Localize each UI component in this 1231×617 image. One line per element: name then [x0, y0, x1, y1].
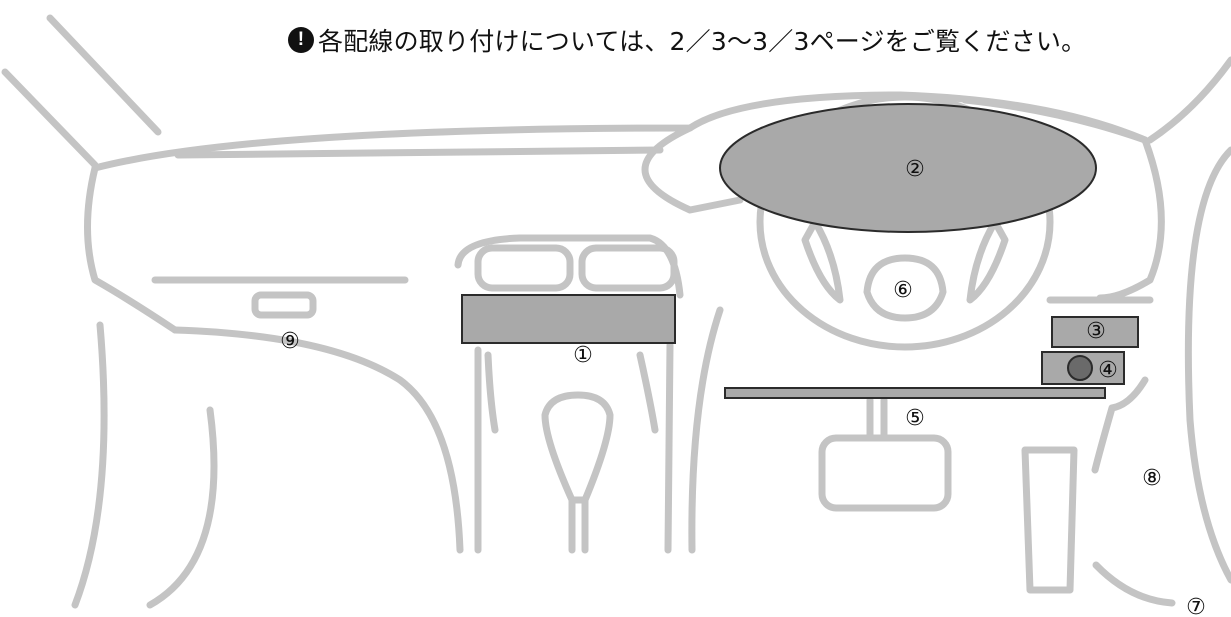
component-5-strip [724, 387, 1106, 399]
label-2: ② [905, 157, 925, 182]
dashboard-outline [1, 14, 1231, 609]
brake-pedal [818, 396, 952, 512]
label-9: ⑨ [280, 329, 300, 354]
component-1-navigation [461, 294, 676, 344]
exclamation-circle-icon: ! [288, 27, 314, 53]
label-8: ⑧ [1142, 466, 1162, 491]
installation-notice: ! 各配線の取り付けについては、2／3〜3／3ページをご覧ください。 [288, 20, 1086, 60]
air-vents [474, 244, 678, 292]
label-3: ③ [1086, 319, 1106, 344]
gear-shifter [541, 391, 614, 554]
steering-wheel [756, 93, 1054, 351]
label-4: ④ [1098, 358, 1118, 383]
notice-text: 各配線の取り付けについては、2／3〜3／3ページをご覧ください。 [318, 27, 1087, 56]
label-6: ⑥ [893, 278, 913, 303]
components [461, 103, 1139, 399]
component-3-panel [1051, 316, 1139, 348]
label-5: ⑤ [905, 406, 925, 431]
label-1: ① [573, 343, 593, 368]
label-7: ⑦ [1186, 595, 1206, 617]
accelerator-pedal [1021, 446, 1078, 594]
component-2-meter-area [719, 103, 1097, 233]
component-labels: ① ② ③ ④ ⑤ ⑥ ⑦ ⑧ ⑨ [280, 157, 1206, 617]
component-4-knob [1067, 355, 1093, 381]
glovebox-handle [251, 291, 317, 319]
